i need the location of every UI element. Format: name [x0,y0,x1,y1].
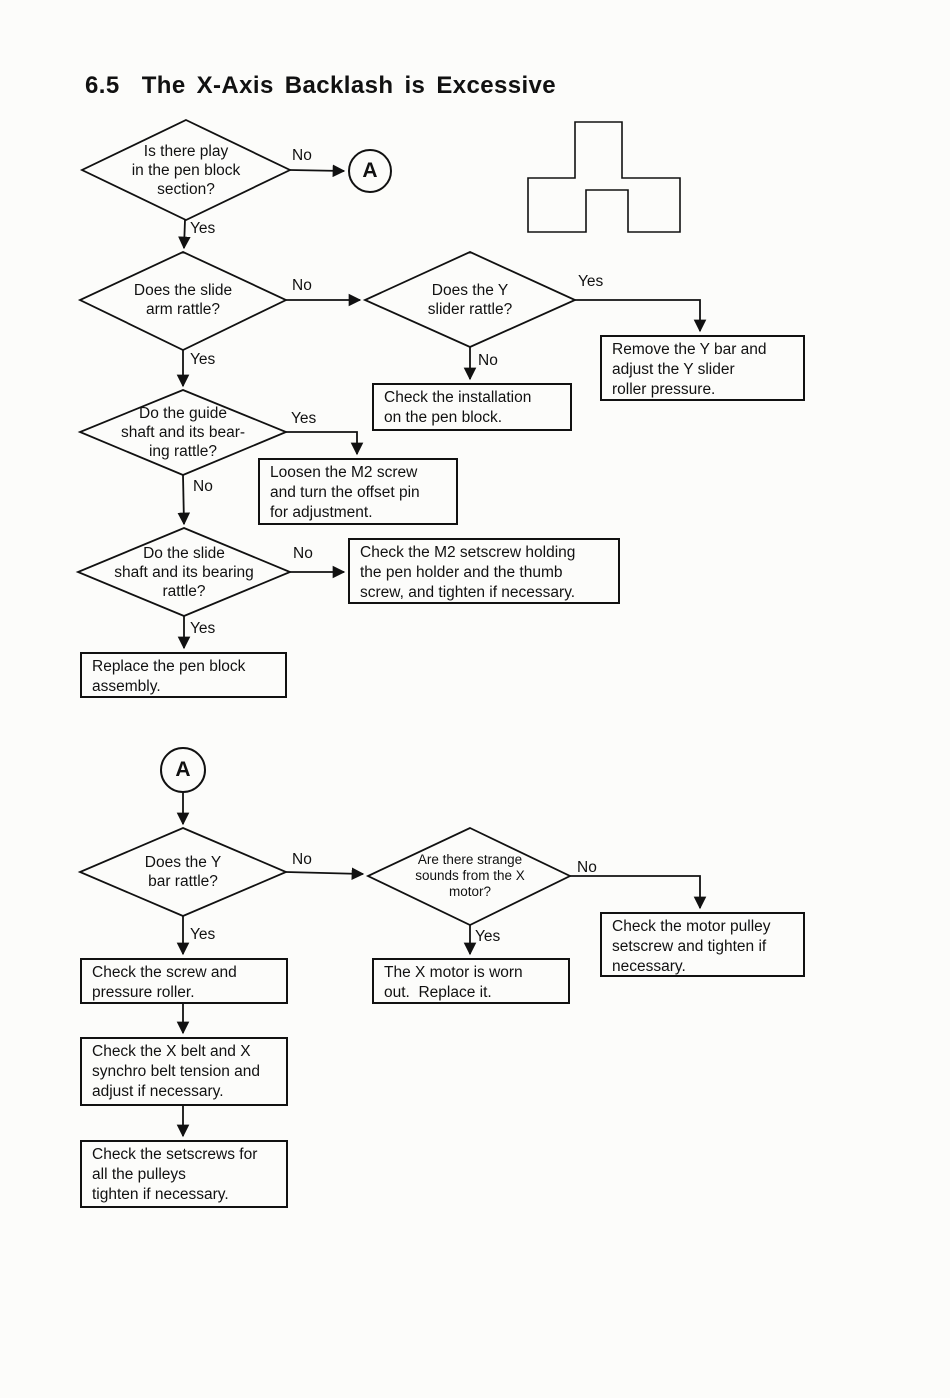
connector-a2-circle [160,747,206,793]
action-loosen-m2-screw: Loosen the M2 screw and turn the offset … [258,458,458,525]
action-remove-y-bar: Remove the Y bar and adjust the Y slider… [600,335,805,401]
edge-label-d2-yes: Yes [190,351,216,368]
arrow-d4-to-d5 [177,474,191,526]
decision-2-text: Does the slide arm rattle? [133,282,233,318]
arrow-d6-to-d7 [285,867,365,881]
connector-a1-circle [348,149,392,193]
decision-4-text: Do the guide shaft and its bear- ing rat… [120,405,246,460]
part-cross-section-drawing [527,121,681,233]
arrow-d4-to-loosen-m2 [286,431,364,456]
connector-a2-label: A [175,758,191,781]
edge-label-d3-yes: Yes [578,273,604,290]
edge-label-d5-yes: Yes [190,620,216,637]
arrow-d1-to-d2 [178,219,191,250]
edge-label-d4-yes: Yes [291,410,317,427]
action-check-installation: Check the installation on the pen block. [372,383,572,431]
page-title: 6.5 The X-Axis Backlash is Excessive [85,72,557,99]
edge-label-d2-no: No [292,277,312,294]
connector-a1-label: A [362,159,378,182]
decision-1-text: Is there play in the pen block section? [131,143,241,198]
edge-label-d6-no: No [292,851,312,868]
edge-label-d6-yes: Yes [190,926,216,943]
arrow-d3-to-remove-y-bar [575,299,707,333]
decision-6-text: Does the Y bar rattle? [144,854,222,890]
decision-1-outline [79,119,293,221]
action-x-motor-worn-out: The X motor is worn out. Replace it. [372,958,570,1004]
arrow-d7-to-check-motor-pulley [570,875,707,910]
edge-label-d1-yes: Yes [190,220,216,237]
edge-label-d1-no: No [292,147,312,164]
action-check-x-belt-tension: Check the X belt and X synchro belt tens… [80,1037,288,1106]
action-check-screw-pressure: Check the screw and pressure roller. [80,958,288,1004]
decision-3-text: Does the Y slider rattle? [427,282,513,318]
decision-7-text: Are there strange sounds from the X moto… [415,852,525,899]
action-check-m2-setscrew: Check the M2 setscrew holding the pen ho… [348,538,620,604]
decision-5-text: Do the slide shaft and its bearing rattl… [114,545,254,600]
edge-label-d4-no: No [193,478,213,495]
action-check-motor-pulley: Check the motor pulley setscrew and tigh… [600,912,805,977]
edge-label-d7-no: No [577,859,597,876]
action-check-setscrews-pulleys: Check the setscrews for all the pulleys … [80,1140,288,1208]
edge-label-d5-no: No [293,545,313,562]
action-replace-pen-block: Replace the pen block assembly. [80,652,287,698]
edge-label-d3-no: No [478,352,498,369]
edge-label-d7-yes: Yes [475,928,501,945]
arrow-d1-to-a [289,164,346,178]
